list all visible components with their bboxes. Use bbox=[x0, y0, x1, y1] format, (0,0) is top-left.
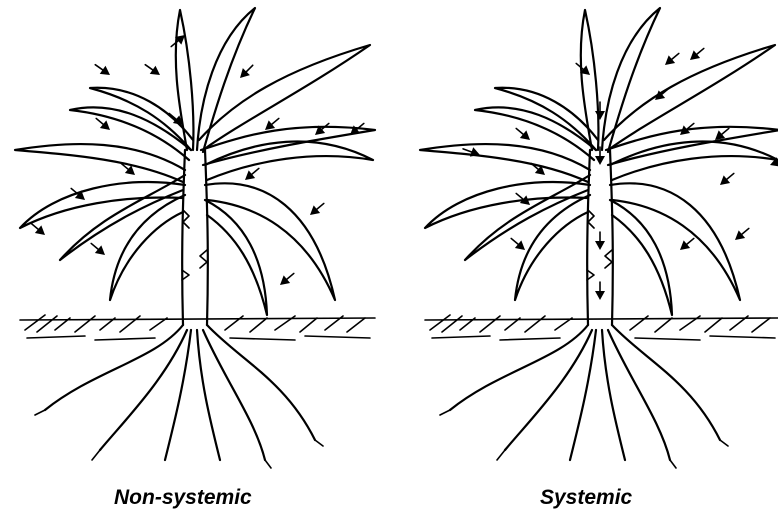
systemic-caption: Systemic bbox=[540, 486, 632, 510]
translocation-arrows bbox=[461, 45, 778, 300]
non-systemic-plant-drawing bbox=[15, 8, 375, 468]
non-systemic-caption: Non-systemic bbox=[114, 486, 252, 510]
systemic-plant-drawing bbox=[420, 8, 778, 468]
surface-arrows bbox=[28, 31, 367, 289]
